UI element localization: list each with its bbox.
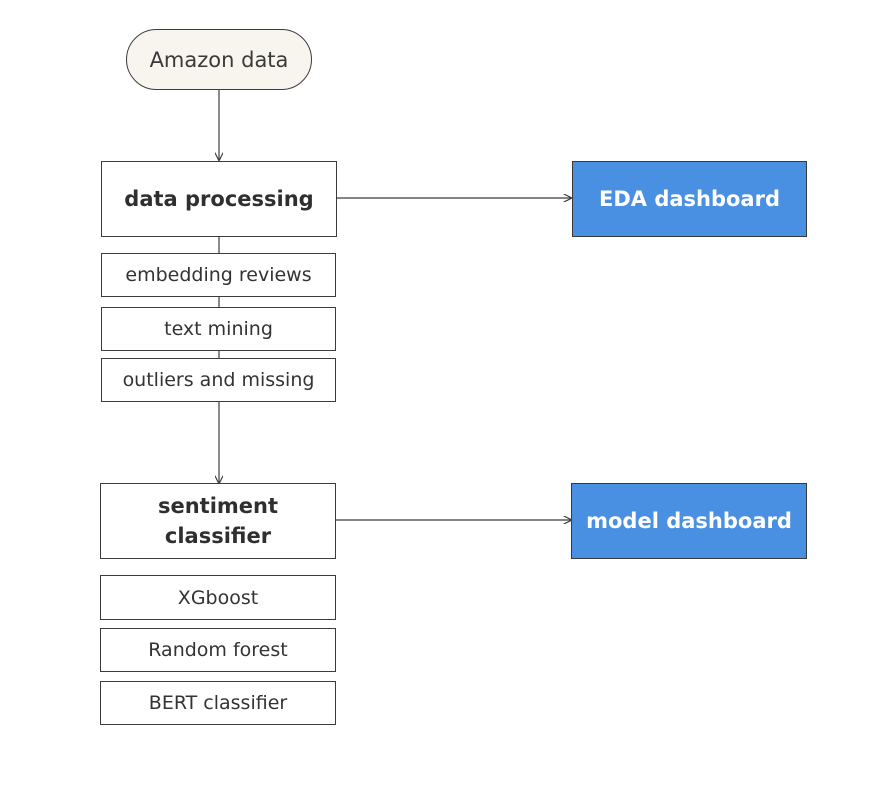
sentiment-classifier-node: sentiment classifier — [100, 483, 336, 559]
sentiment-classifier-label: sentiment classifier — [157, 493, 279, 548]
model-random-forest: Random forest — [100, 628, 336, 672]
eda-dashboard-node: EDA dashboard — [572, 161, 807, 237]
processing-step-label: text mining — [164, 318, 273, 340]
data-processing-node: data processing — [101, 161, 337, 237]
processing-step-label: embedding reviews — [125, 264, 312, 286]
model-label: XGboost — [177, 586, 259, 609]
start-node-label: Amazon data — [149, 47, 289, 72]
processing-step-text-mining: text mining — [101, 307, 336, 351]
model-dashboard-node: model dashboard — [571, 483, 807, 559]
start-node-amazon-data: Amazon data — [126, 29, 312, 90]
model-xgboost: XGboost — [100, 575, 336, 620]
model-label: BERT classifier — [148, 692, 288, 714]
model-dashboard-label: model dashboard — [586, 509, 792, 533]
processing-step-embedding-reviews: embedding reviews — [101, 253, 336, 297]
processing-step-outliers-missing: outliers and missing — [101, 358, 336, 402]
model-label: Random forest — [148, 639, 288, 661]
model-bert-classifier: BERT classifier — [100, 681, 336, 725]
eda-dashboard-label: EDA dashboard — [598, 187, 780, 211]
data-processing-label: data processing — [124, 186, 314, 211]
processing-step-label: outliers and missing — [122, 369, 315, 391]
